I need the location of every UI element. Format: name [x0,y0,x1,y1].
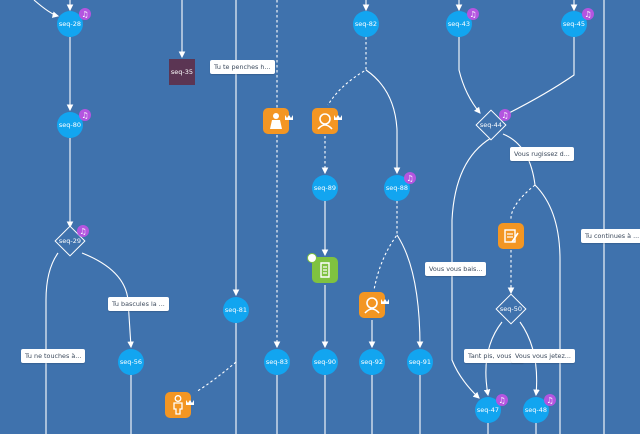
music-note-icon: ♫ [582,8,594,20]
edge-connector [195,361,237,393]
edge-connector [45,252,59,434]
choice-box-vous-vous-jetez[interactable]: Vous vous jetez... [511,349,575,363]
character-icon [173,395,183,415]
character-card-man[interactable] [165,392,191,418]
edge-connector [373,201,398,291]
condition-seq-29-label: seq-29 [58,237,82,245]
character-icon [364,297,380,314]
character-card-woman[interactable] [263,108,289,134]
edge-connector [396,234,424,349]
script-card[interactable] [312,257,338,283]
script-icon [504,229,519,243]
node-seq-83[interactable]: seq-83 [264,349,290,375]
edge-connector [510,184,536,221]
choice-box-vous-rugissez[interactable]: Vous rugissez d... [510,147,574,161]
node-seq-56[interactable]: seq-56 [118,349,144,375]
edge-connector [327,37,367,106]
script-icon [320,262,330,278]
edge-connector [33,0,60,18]
music-note-icon: ♫ [79,109,91,121]
condition-seq-44-label: seq-44 [479,121,503,129]
crown-icon [186,390,194,405]
character-card-portrait-2[interactable] [359,292,385,318]
choice-box-tu-bascules[interactable]: Tu bascules la ... [108,297,169,311]
choice-box-tu-te-penches[interactable]: Tu te penches h... [210,60,275,74]
crown-icon [285,105,293,120]
music-note-icon: ♫ [544,394,556,406]
music-note-icon: ♫ [77,225,89,237]
character-card-portrait[interactable] [312,108,338,134]
node-seq-82[interactable]: seq-82 [353,11,379,37]
music-note-icon: ♫ [499,109,511,121]
character-icon [317,113,333,130]
character-icon [270,113,282,129]
edge-connector [365,69,401,175]
node-seq-81[interactable]: seq-81 [223,297,249,323]
music-note-icon: ♫ [404,172,416,184]
crown-icon [334,105,342,120]
node-seq-90[interactable]: seq-90 [312,349,338,375]
choice-box-vous-vous-bais[interactable]: Vous vous bais... [425,262,487,276]
choice-box-tu-ne-touches[interactable]: Tu ne touches à... [21,349,86,363]
node-seq-80[interactable]: seq-80 [57,112,83,138]
choice-box-tu-continues[interactable]: Tu continues à ... [581,229,640,243]
music-note-icon: ♫ [467,8,479,20]
edge-connector [458,37,481,114]
music-note-icon: ♫ [496,394,508,406]
node-seq-35[interactable]: seq-35 [169,59,195,85]
crown-icon [381,289,389,304]
node-seq-92[interactable]: seq-92 [359,349,385,375]
edge-connector [451,137,492,399]
link-badge-icon [307,253,317,263]
node-seq-28[interactable]: seq-28 [57,11,83,37]
edge-connector [502,37,575,117]
choice-box-tant-pis[interactable]: Tant pis, vous ... [464,349,524,363]
note-card[interactable] [498,223,524,249]
condition-seq-50-label: seq-50 [499,305,523,313]
node-seq-89[interactable]: seq-89 [312,175,338,201]
edge-connector [534,184,561,434]
node-seq-91[interactable]: seq-91 [407,349,433,375]
music-note-icon: ♫ [79,8,91,20]
